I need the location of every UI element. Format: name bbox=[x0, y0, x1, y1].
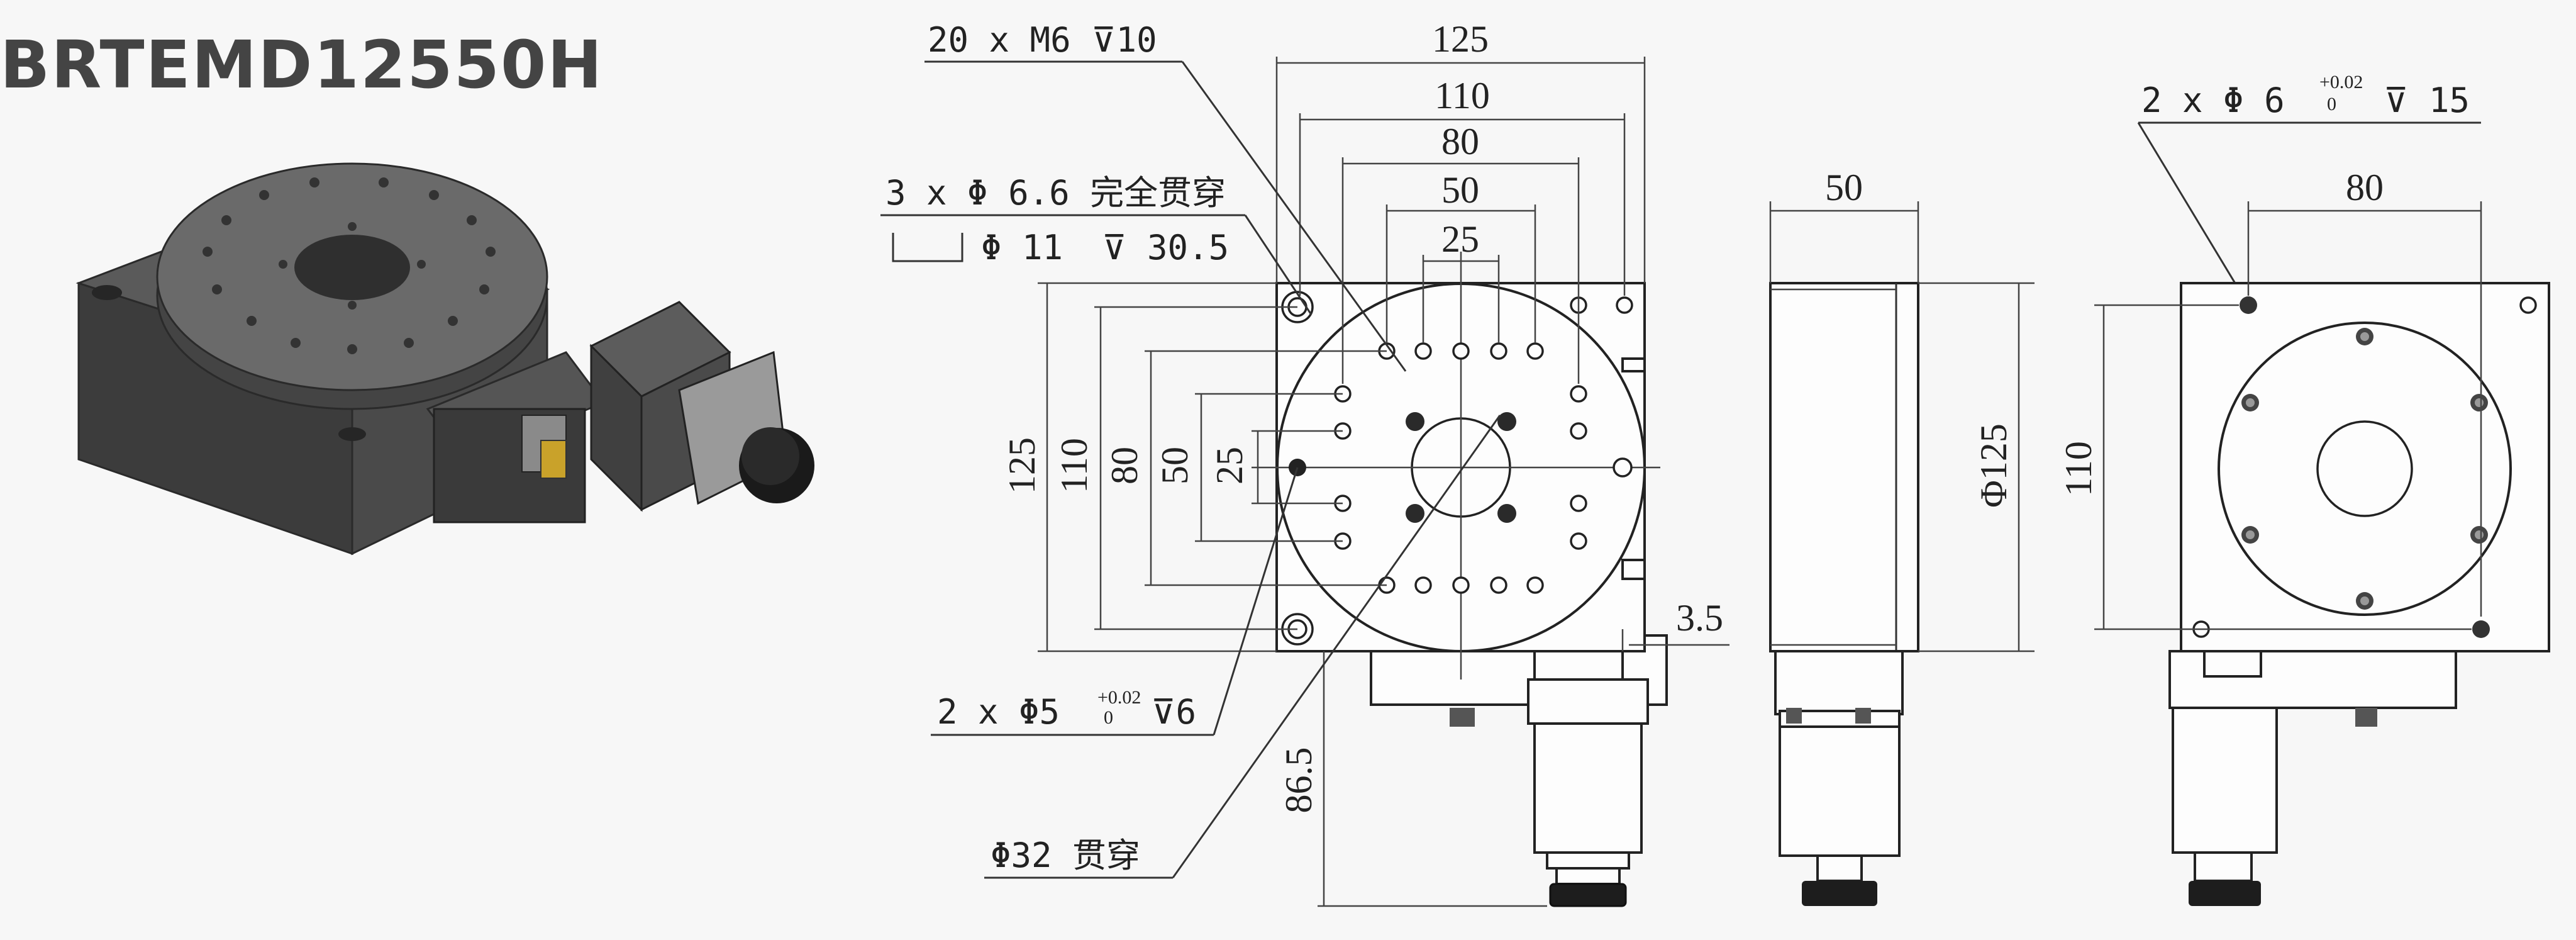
counterbore-diameter: Φ 11 bbox=[981, 228, 1063, 267]
pin-hole-back-tol-upper: +0.02 bbox=[2319, 72, 2363, 92]
dim-80-top: 80 bbox=[1441, 121, 1479, 162]
dim-110-back: 110 bbox=[2058, 441, 2099, 496]
front-view: 125 110 80 50 25 125 110 80 50 25 bbox=[1001, 18, 1729, 907]
dim-80-left: 80 bbox=[1104, 447, 1145, 484]
pin-hole-back-tol-lower: 0 bbox=[2327, 94, 2336, 115]
front-motor-body bbox=[1533, 722, 1643, 854]
product-model-title: BRTEMD12550H bbox=[0, 26, 604, 103]
through-hole-callout: 3 x Φ 6.6 完全贯穿 bbox=[886, 173, 1226, 213]
dim-110-top: 110 bbox=[1435, 75, 1490, 116]
pin-hole-front-tol-upper: +0.02 bbox=[1097, 687, 1141, 708]
back-view: 80 110 bbox=[2058, 167, 2550, 906]
dim-50-top: 50 bbox=[1441, 169, 1479, 211]
thread-hole-pattern bbox=[1334, 296, 1633, 594]
dim-25-left: 25 bbox=[1209, 447, 1250, 484]
back-bolt-pattern bbox=[2241, 328, 2488, 610]
pin-hole-front-depth: ⊽6 bbox=[1151, 692, 1196, 732]
side-motor bbox=[1779, 725, 1901, 857]
thread-hole-callout: 20 x M6 ⊽10 bbox=[928, 20, 1157, 60]
side-view: 50 Φ125 bbox=[1769, 167, 2035, 906]
center-bore-callout: Φ32 贯穿 bbox=[991, 836, 1140, 875]
pin-hole-front-callout: 2 x Φ5 bbox=[937, 692, 1060, 732]
dim-110-left: 110 bbox=[1053, 438, 1095, 493]
callouts: 20 x M6 ⊽10 3 x Φ 6.6 完全贯穿 Φ 11 ⊽ 30.5 2… bbox=[880, 20, 2481, 879]
back-motor bbox=[2172, 707, 2278, 854]
dim-50-left: 50 bbox=[1154, 447, 1196, 484]
dim-80-back: 80 bbox=[2346, 167, 2384, 208]
dim-86-5: 86.5 bbox=[1278, 747, 1319, 814]
product-3d-render bbox=[75, 162, 814, 556]
dim-3-5: 3.5 bbox=[1676, 597, 1723, 639]
pin-hole-back-callout: 2 x Φ 6 bbox=[2141, 81, 2285, 120]
pin-hole-back-depth: ⊽ 15 bbox=[2384, 81, 2470, 120]
dim-50-side: 50 bbox=[1825, 167, 1863, 208]
dim-phi-125-side: Φ125 bbox=[1973, 423, 2014, 508]
counterbore-icon bbox=[892, 233, 963, 262]
dim-125-top: 125 bbox=[1432, 18, 1489, 60]
dim-125-left: 125 bbox=[1001, 437, 1043, 494]
side-body bbox=[1769, 282, 1919, 652]
counterbore-depth: ⊽ 30.5 bbox=[1102, 228, 1229, 267]
dim-25-top: 25 bbox=[1441, 218, 1479, 260]
pin-hole-front-tol-lower: 0 bbox=[1104, 707, 1113, 728]
